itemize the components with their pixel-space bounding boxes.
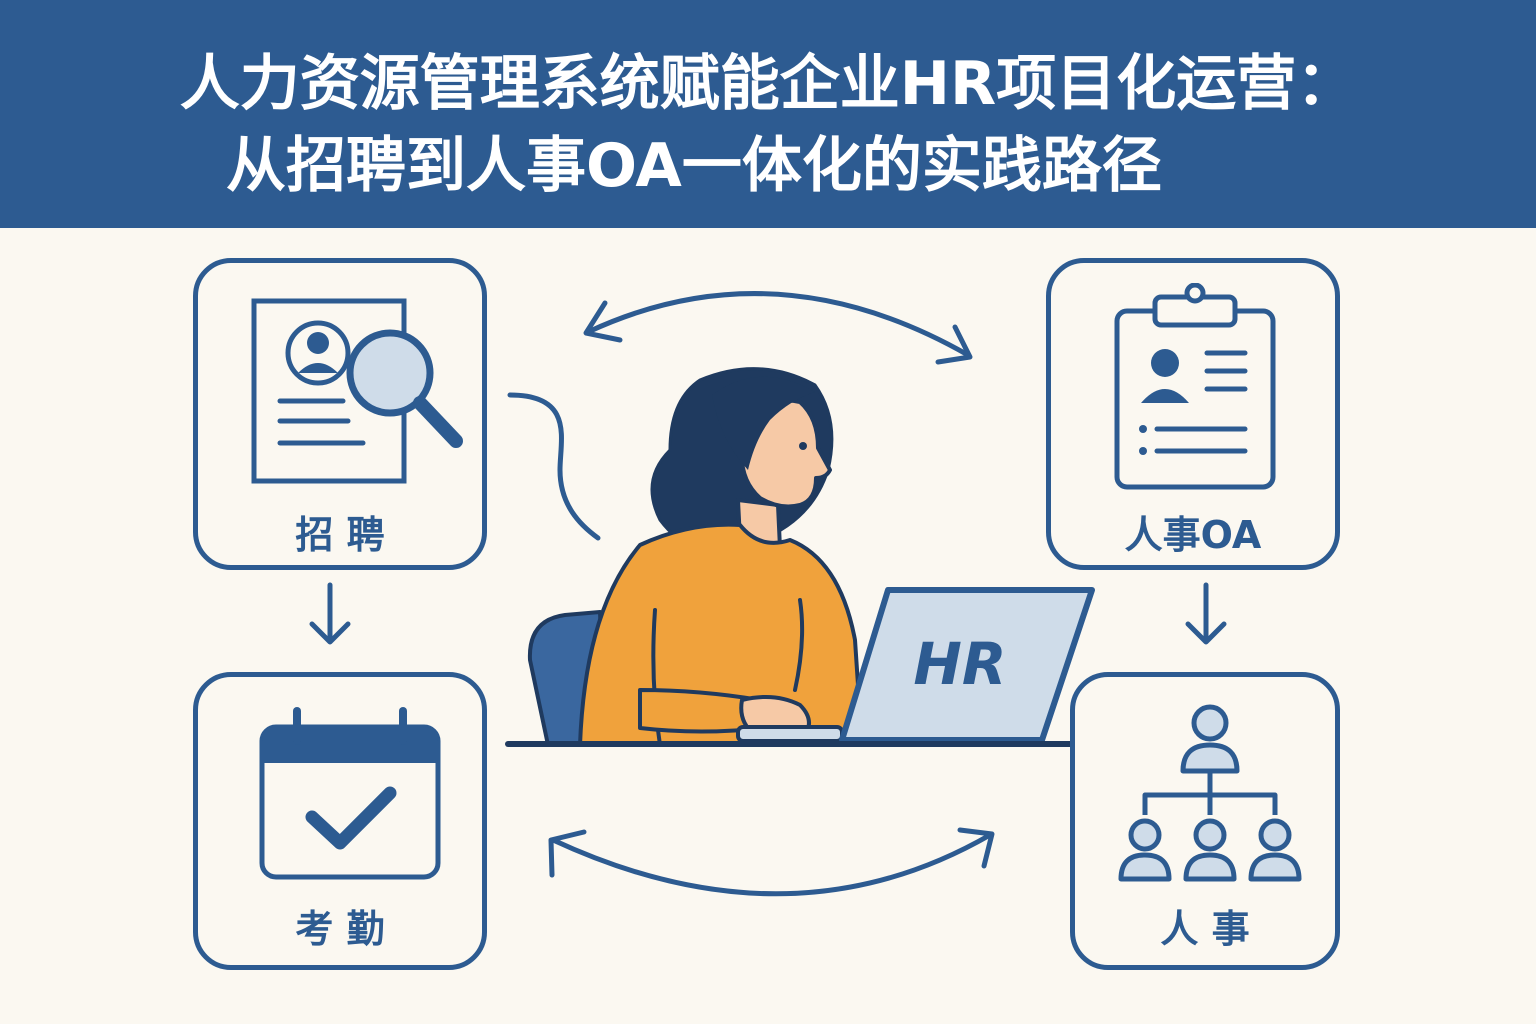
bottom-sync-arrow: [548, 827, 995, 897]
down-arrow-left: [309, 582, 351, 645]
title-banner: 人力资源管理系统赋能企业HR项目化运营： 从招聘到人事OA一体化的实践路径: [0, 0, 1536, 228]
module-recruit[interactable]: 招 聘: [193, 258, 487, 570]
keyboard: [736, 725, 844, 743]
laptop-screen: [839, 587, 1095, 743]
module-personnel-label: 人 事: [1160, 907, 1250, 951]
page-title-line2: 从招聘到人事OA一体化的实践路径: [226, 131, 1162, 201]
module-attendance[interactable]: 考 勤: [193, 672, 487, 970]
org-chart-icon: [1118, 704, 1302, 882]
clipboard-profile-icon: [1114, 283, 1276, 490]
module-hr-oa[interactable]: 人事OA: [1046, 258, 1340, 570]
top-sync-arrow: [583, 291, 973, 365]
module-recruit-label: 招 聘: [295, 513, 385, 557]
calendar-check-icon: [259, 707, 441, 880]
page-title-line1: 人力资源管理系统赋能企业HR项目化运营：: [179, 49, 1357, 119]
module-attendance-label: 考 勤: [295, 907, 385, 951]
module-hr-oa-label: 人事OA: [1124, 513, 1262, 557]
down-arrow-right: [1185, 582, 1227, 645]
module-personnel[interactable]: 人 事: [1070, 672, 1340, 970]
resume-magnifier-icon: [251, 298, 463, 484]
laptop-hr-label: HR: [913, 630, 1007, 698]
recruit-connector-line: [507, 392, 601, 541]
